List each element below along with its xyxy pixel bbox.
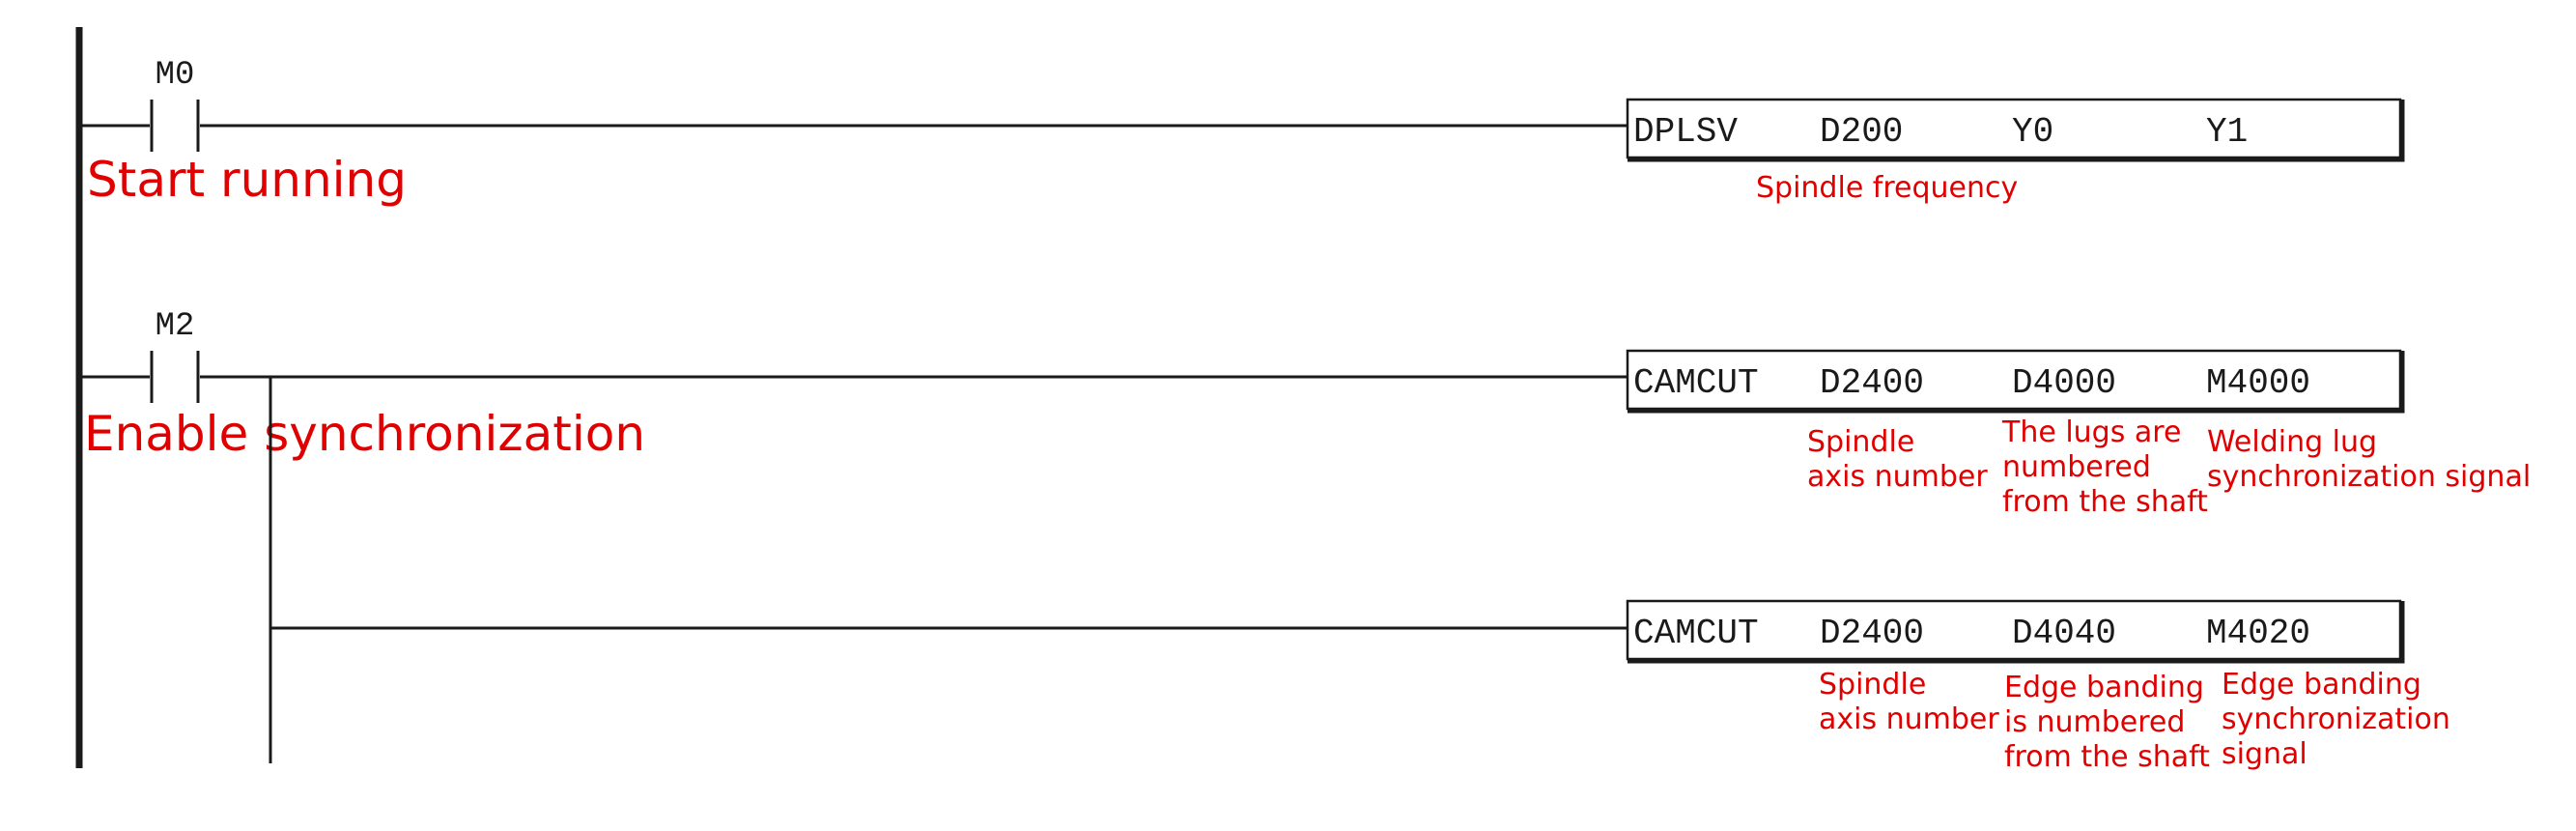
instruction-operand: D4000	[2012, 363, 2116, 403]
rung-1: M2 CAMCUT D2400 D4000 M4000 Enable synch…	[79, 308, 2531, 519]
instruction-mnemonic: DPLSV	[1633, 112, 1738, 152]
instruction-frame-shadow	[1628, 100, 2405, 162]
instruction-frame	[1626, 98, 2402, 159]
instruction-operand: M4000	[2206, 363, 2310, 403]
annotation-line: Welding lug	[2207, 425, 2377, 459]
annotation-line: Edge banding	[2222, 668, 2421, 702]
annotation-line: synchronization	[2222, 702, 2450, 736]
annotation-line: Edge banding	[2004, 671, 2204, 704]
annotation-line: from the shaft	[2004, 740, 2210, 774]
contact-annotation: Start running	[87, 152, 407, 208]
annotation-line: from the shaft	[2002, 485, 2208, 519]
instruction-frame	[1626, 349, 2402, 411]
instruction-operand: Y1	[2206, 112, 2248, 152]
instruction-operand: D2400	[1820, 363, 1924, 403]
instruction-box[interactable]: CAMCUT D2400 D4040 M4020	[1626, 599, 2405, 664]
instruction-operand: D2400	[1820, 614, 1924, 653]
instruction-operand: Y0	[2012, 112, 2053, 152]
annotation-line: Spindle frequency	[1756, 171, 2018, 205]
instruction-box[interactable]: DPLSV D200 Y0 Y1	[1626, 98, 2405, 162]
annotation-line: Spindle	[1807, 425, 1914, 459]
contact-m2[interactable]	[150, 351, 200, 403]
instruction-frame-shadow	[1628, 601, 2405, 664]
operand-annotation: Spindle frequency	[1756, 171, 2018, 205]
annotation-line: The lugs are	[2001, 416, 2181, 449]
annotation-line: numbered	[2002, 450, 2151, 484]
rung-0: M0 DPLSV D200 Y0 Y1 Start running Spindl…	[79, 57, 2405, 208]
instruction-mnemonic: CAMCUT	[1633, 363, 1759, 403]
contact-m0[interactable]	[150, 100, 200, 152]
annotation-line: signal	[2222, 737, 2307, 771]
annotation-line: axis number	[1819, 702, 1999, 736]
contact-label: M2	[156, 308, 195, 345]
instruction-operand: D200	[1820, 112, 1903, 152]
annotation-line: is numbered	[2004, 705, 2185, 739]
annotation-line: synchronization signal	[2207, 460, 2531, 494]
instruction-box[interactable]: CAMCUT D2400 D4000 M4000	[1626, 349, 2405, 414]
instruction-mnemonic: CAMCUT	[1633, 614, 1759, 653]
instruction-frame	[1626, 599, 2402, 661]
annotation-line: axis number	[1807, 460, 1988, 494]
instruction-operand: D4040	[2012, 614, 2116, 653]
instruction-operand: M4020	[2206, 614, 2310, 653]
contact-annotation: Enable synchronization	[84, 406, 645, 462]
contact-label: M0	[156, 57, 195, 94]
instruction-frame-shadow	[1628, 351, 2405, 414]
annotation-line: Spindle	[1819, 668, 1926, 702]
